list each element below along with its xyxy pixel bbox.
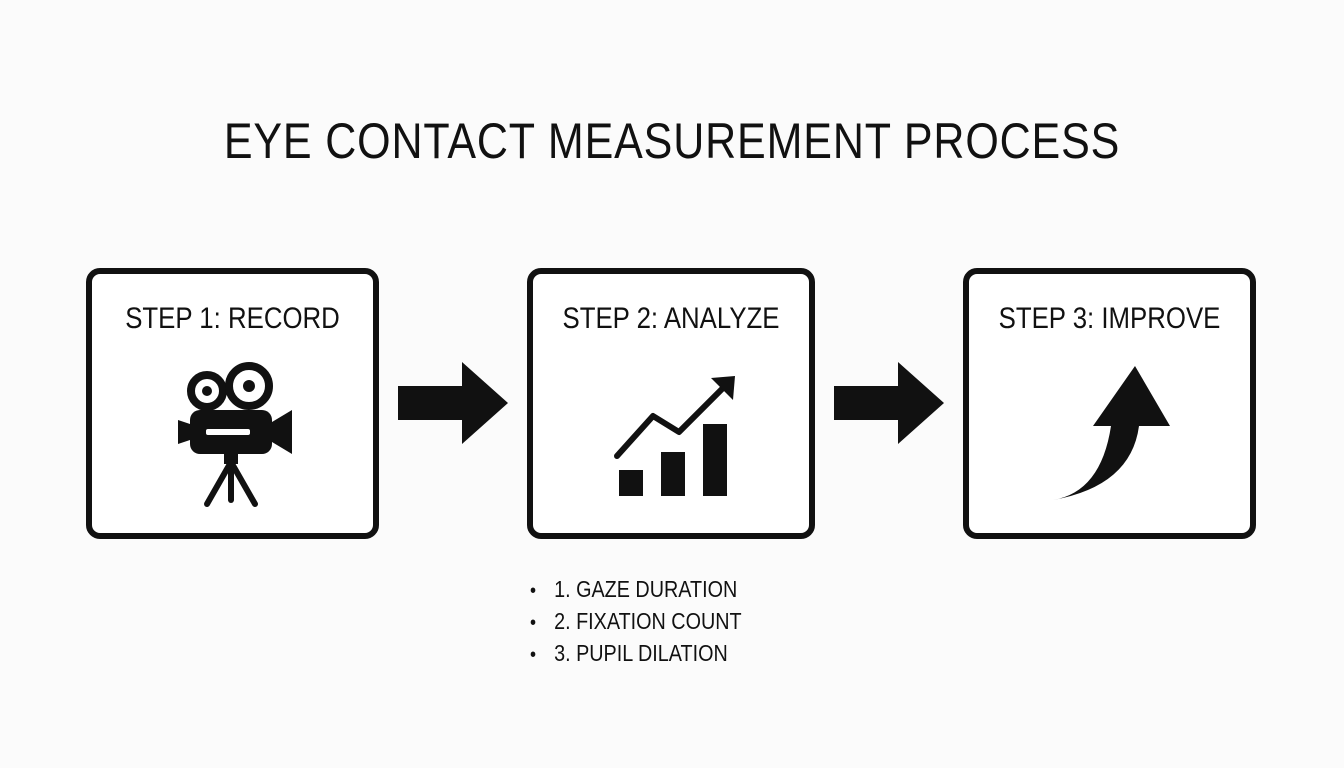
right-arrow-icon <box>398 362 508 444</box>
list-item: • 2. FIXATION COUNT <box>530 606 742 638</box>
step-3-box: STEP 3: IMPROVE <box>963 268 1256 539</box>
list-item: • 1. GAZE DURATION <box>530 574 742 606</box>
metrics-list: • 1. GAZE DURATION • 2. FIXATION COUNT • 3.… <box>530 574 776 670</box>
list-item: • 3. PUPIL DILATION <box>530 638 742 670</box>
bullet-icon: • <box>530 644 537 666</box>
step-2-label: STEP 2: ANALYZE <box>562 302 780 335</box>
diagram-title: EYE CONTACT MEASUREMENT PROCESS <box>223 113 1121 169</box>
curved-up-arrow-icon <box>1053 366 1170 500</box>
right-arrow-icon <box>834 362 944 444</box>
metric-label: 2. FIXATION COUNT <box>554 608 742 634</box>
step-1-box: STEP 1: RECORD <box>86 268 379 539</box>
step-2-box: STEP 2: ANALYZE <box>527 268 815 539</box>
step-1-label: STEP 1: RECORD <box>125 302 340 335</box>
bullet-icon: • <box>530 580 537 602</box>
metric-label: 3. PUPIL DILATION <box>554 640 728 666</box>
trending-chart-icon <box>614 376 735 496</box>
bullet-icon: • <box>530 612 537 634</box>
video-camera-icon <box>178 362 292 507</box>
step-3-label: STEP 3: IMPROVE <box>998 302 1221 335</box>
metric-label: 1. GAZE DURATION <box>554 576 738 602</box>
